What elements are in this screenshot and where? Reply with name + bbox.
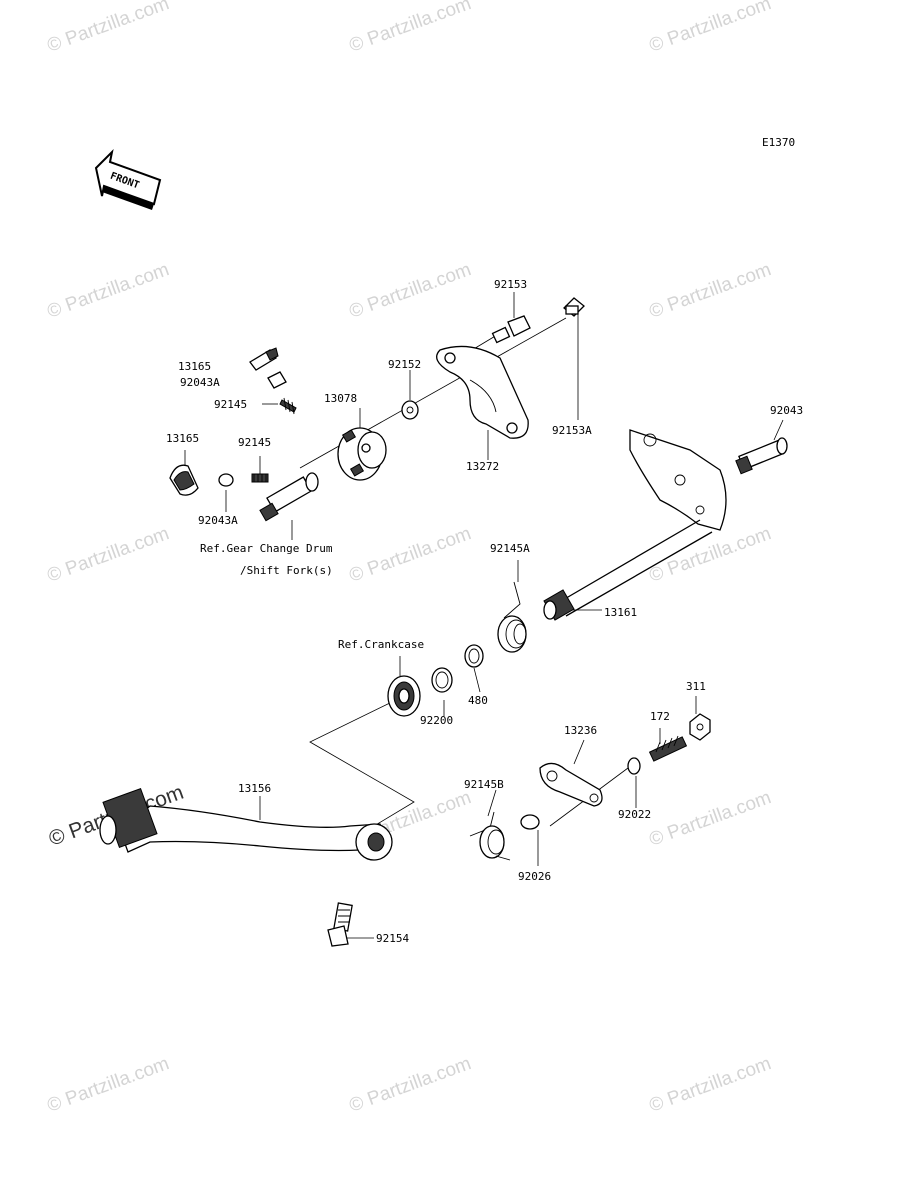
watermark-text: © Partzilla.com (45, 1053, 172, 1117)
label-ref-crankcase: Ref.Crankcase (338, 638, 424, 651)
pin-holder-13165[interactable] (169, 464, 199, 496)
stud-172[interactable] (648, 735, 688, 762)
watermark-text: © Partzilla.com (347, 1053, 474, 1117)
watermark-text: © Partzilla.com (45, 523, 172, 587)
label-92153a: 92153A (552, 424, 592, 437)
label-311: 311 (686, 680, 706, 693)
label-13156: 13156 (238, 782, 271, 795)
watermark-text: © Partzilla.com (347, 0, 474, 57)
spring-92145a[interactable] (497, 581, 527, 653)
label-13165: 13165 (166, 432, 199, 445)
cam-13078[interactable] (337, 427, 387, 481)
label-92145: 92145 (238, 436, 271, 449)
spring-92145b[interactable] (469, 811, 511, 861)
label-480: 480 (468, 694, 488, 707)
watermark-text: © Partzilla.com (647, 0, 774, 57)
label-92043a-top: 92043A (180, 376, 220, 389)
label-92152: 92152 (388, 358, 421, 371)
watermark-text: © Partzilla.com (347, 259, 474, 323)
bolt-92153a[interactable] (563, 297, 585, 317)
washer-92152[interactable] (401, 400, 419, 420)
spring-92145-top[interactable] (279, 397, 297, 415)
pin-92043a[interactable] (218, 473, 234, 487)
label-92026: 92026 (518, 870, 551, 883)
label-92022: 92022 (618, 808, 651, 821)
circlip-480[interactable] (464, 644, 484, 668)
pin-holder-13165-top[interactable] (249, 347, 279, 371)
drum-pin[interactable] (259, 472, 319, 522)
label-ref-gear-change-1: Ref.Gear Change Drum (200, 542, 333, 555)
part-labels: 92153 13165 92043A 92152 92145 13078 921… (166, 278, 803, 945)
nut-311[interactable] (689, 713, 711, 741)
link-13236[interactable] (539, 762, 603, 807)
spring-92145[interactable] (251, 473, 269, 483)
label-13236: 13236 (564, 724, 597, 737)
label-13165-top: 13165 (178, 360, 211, 373)
label-172: 172 (650, 710, 670, 723)
pin-92043[interactable] (735, 437, 788, 475)
pin-92043a-top[interactable] (267, 371, 287, 389)
label-13272: 13272 (466, 460, 499, 473)
washer-92026[interactable] (520, 814, 540, 830)
label-92200: 92200 (420, 714, 453, 727)
label-92153: 92153 (494, 278, 527, 291)
watermark-text: © Partzilla.com (45, 259, 172, 323)
label-92154: 92154 (376, 932, 409, 945)
watermark-grid: © Partzilla.com © Partzilla.com © Partzi… (45, 0, 774, 1117)
shift-lever-13156[interactable] (99, 787, 393, 861)
bolt-92153[interactable] (491, 315, 531, 344)
front-arrow-icon: FRONT (94, 148, 162, 210)
label-13161: 13161 (604, 606, 637, 619)
bolt-92154[interactable] (327, 902, 353, 947)
oil-seal-crankcase[interactable] (387, 675, 421, 717)
watermark-text: © Partzilla.com (647, 787, 774, 851)
shift-shaft-13161[interactable] (543, 429, 727, 621)
diagram-code: E1370 (762, 136, 795, 149)
label-92145b: 92145B (464, 778, 504, 791)
washer-92200[interactable] (431, 667, 453, 693)
watermark-text: © Partzilla.com (347, 523, 474, 587)
plate-13272[interactable] (436, 345, 529, 439)
label-92145a: 92145A (490, 542, 530, 555)
label-92145-top: 92145 (214, 398, 247, 411)
watermark-text: © Partzilla.com (647, 259, 774, 323)
watermark-text: © Partzilla.com (647, 1053, 774, 1117)
watermark-text: © Partzilla.com (45, 0, 172, 57)
label-ref-gear-change-2: /Shift Fork(s) (240, 564, 333, 577)
label-92043a: 92043A (198, 514, 238, 527)
washer-92022[interactable] (627, 757, 641, 775)
label-13078: 13078 (324, 392, 357, 405)
label-92043: 92043 (770, 404, 803, 417)
